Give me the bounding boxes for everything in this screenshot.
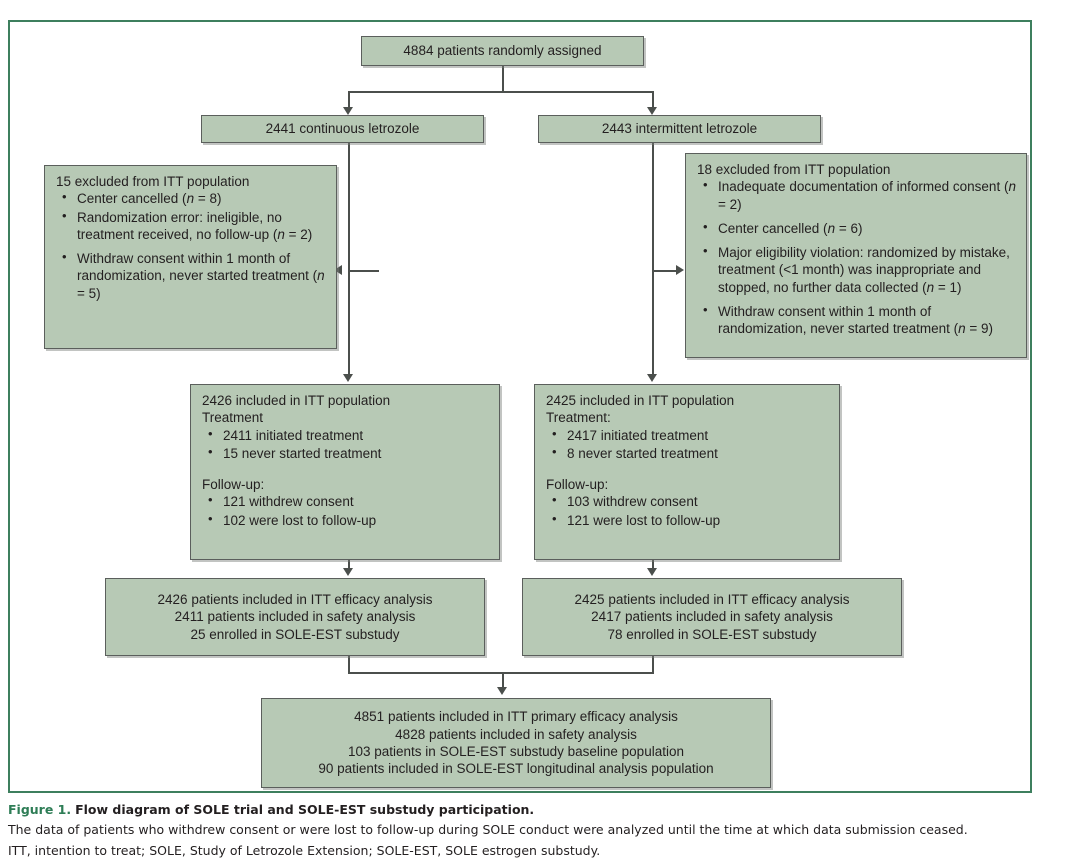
list-item: Withdraw consent within 1 month of rando… [60, 249, 327, 302]
node-randomized-label: 4884 patients randomly assigned [403, 43, 602, 59]
connector-split-left [348, 91, 350, 109]
caption-body-2: ITT, intention to treat; SOLE, Study of … [8, 842, 601, 858]
list-item: Randomization error: ineligible, no trea… [60, 208, 327, 244]
node-continuous-letrozole: 2441 continuous letrozole [201, 115, 484, 143]
arrow-right-to-analysis [647, 568, 657, 576]
analysis-left-line: 2426 patients included in ITT efficacy a… [157, 592, 433, 608]
connector-left-trunk [348, 143, 350, 376]
arrow-to-intermittent [647, 107, 657, 115]
arrow-to-excluded-left [334, 265, 342, 275]
connector-left-analysis-down [348, 656, 350, 673]
node-continuous-label: 2441 continuous letrozole [265, 121, 420, 137]
node-itt-right: 2425 included in ITT population Treatmen… [534, 384, 840, 560]
list-item: 2417 initiated treatment [550, 426, 830, 444]
itt-left-treatment-subheader: Treatment [202, 410, 264, 426]
list-item: 103 withdrew consent [550, 492, 830, 510]
connector-right-trunk [652, 143, 654, 376]
list-item: Major eligibility violation: randomized … [701, 243, 1017, 296]
itt-right-header: 2425 included in ITT population [546, 393, 735, 408]
itt-right-treatment-subheader: Treatment: [546, 410, 611, 426]
node-intermittent-label: 2443 intermittent letrozole [601, 121, 758, 137]
figure-caption: Figure 1. Flow diagram of SOLE trial and… [8, 800, 1068, 861]
final-line: 4828 patients included in safety analysi… [395, 726, 637, 742]
node-final-analysis: 4851 patients included in ITT primary ef… [261, 698, 771, 788]
itt-right-followup-subheader: Follow-up: [546, 477, 609, 493]
caption-body-1: The data of patients who withdrew consen… [8, 822, 968, 838]
node-itt-left: 2426 included in ITT population Treatmen… [190, 384, 500, 560]
itt-left-spacer [202, 463, 490, 476]
final-line: 103 patients in SOLE-EST substudy baseli… [348, 744, 684, 759]
figure-frame [8, 20, 1032, 793]
analysis-right-line: 2417 patients included in safety analysi… [591, 609, 833, 625]
list-item: 121 were lost to follow-up [550, 511, 830, 529]
excluded-right-header: 18 excluded from ITT population [697, 162, 891, 177]
final-line: 90 patients included in SOLE-EST longitu… [318, 761, 714, 777]
caption-title: Flow diagram of SOLE trial and SOLE-EST … [75, 802, 535, 817]
analysis-left-line: 25 enrolled in SOLE-EST substudy [190, 626, 400, 642]
itt-left-followup-list: 121 withdrew consent 102 were lost to fo… [202, 492, 490, 529]
itt-left-followup-subheader: Follow-up: [202, 477, 265, 493]
connector-final-stem [502, 672, 504, 688]
list-item: Center cancelled (n = 8) [60, 189, 327, 207]
analysis-left-line: 2411 patients included in safety analysi… [174, 609, 416, 625]
list-item: 102 were lost to follow-up [206, 511, 490, 529]
flow-diagram-canvas: 4884 patients randomly assigned 2441 con… [0, 0, 1080, 800]
arrow-left-to-itt [343, 374, 353, 382]
connector-merge-bar [348, 672, 654, 674]
itt-left-treatment-list: 2411 initiated treatment 15 never starte… [202, 426, 490, 463]
node-randomized: 4884 patients randomly assigned [361, 36, 644, 66]
connector-randomized-stem [502, 66, 504, 92]
arrow-to-continuous [343, 107, 353, 115]
connector-split-bar [348, 91, 654, 93]
node-excluded-left: 15 excluded from ITT population Center c… [44, 165, 337, 349]
node-analysis-left: 2426 patients included in ITT efficacy a… [105, 578, 485, 656]
list-item: 2411 initiated treatment [206, 426, 490, 444]
analysis-right-line: 78 enrolled in SOLE-EST substudy [607, 626, 817, 642]
itt-left-header: 2426 included in ITT population [202, 393, 391, 408]
connector-right-exclusion-branch [652, 270, 677, 272]
final-line: 4851 patients included in ITT primary ef… [354, 709, 678, 725]
arrow-left-to-analysis [343, 568, 353, 576]
caption-figure-number: Figure 1. [8, 802, 72, 817]
arrow-to-final [497, 687, 507, 695]
list-item: 15 never started treatment [206, 444, 490, 462]
itt-right-treatment-list: 2417 initiated treatment 8 never started… [546, 426, 830, 463]
arrow-to-excluded-right [676, 265, 684, 275]
list-item: Withdraw consent within 1 month of rando… [701, 302, 1017, 338]
list-item: Center cancelled (n = 6) [701, 219, 1017, 237]
arrow-right-to-itt [647, 374, 657, 382]
connector-left-exclusion-branch [349, 270, 379, 272]
list-item: 8 never started treatment [550, 444, 830, 462]
itt-right-followup-list: 103 withdrew consent 121 were lost to fo… [546, 492, 830, 529]
connector-right-analysis-down [652, 656, 654, 673]
connector-right-itt-to-analysis [652, 560, 654, 570]
analysis-right-line: 2425 patients included in ITT efficacy a… [574, 592, 850, 608]
itt-right-spacer [546, 463, 830, 476]
excluded-left-bullet-list: Center cancelled (n = 8) Randomization e… [56, 189, 327, 302]
node-intermittent-letrozole: 2443 intermittent letrozole [538, 115, 821, 143]
list-item: 121 withdrew consent [206, 492, 490, 510]
node-analysis-right: 2425 patients included in ITT efficacy a… [522, 578, 902, 656]
list-item: Inadequate documentation of informed con… [701, 177, 1017, 213]
excluded-left-header: 15 excluded from ITT population [56, 174, 250, 189]
node-excluded-right: 18 excluded from ITT population Inadequa… [685, 153, 1027, 358]
excluded-right-bullet-list: Inadequate documentation of informed con… [697, 177, 1017, 338]
connector-left-itt-to-analysis [348, 560, 350, 570]
connector-split-right [652, 91, 654, 109]
caption-title-line: Figure 1. Flow diagram of SOLE trial and… [8, 800, 1068, 820]
